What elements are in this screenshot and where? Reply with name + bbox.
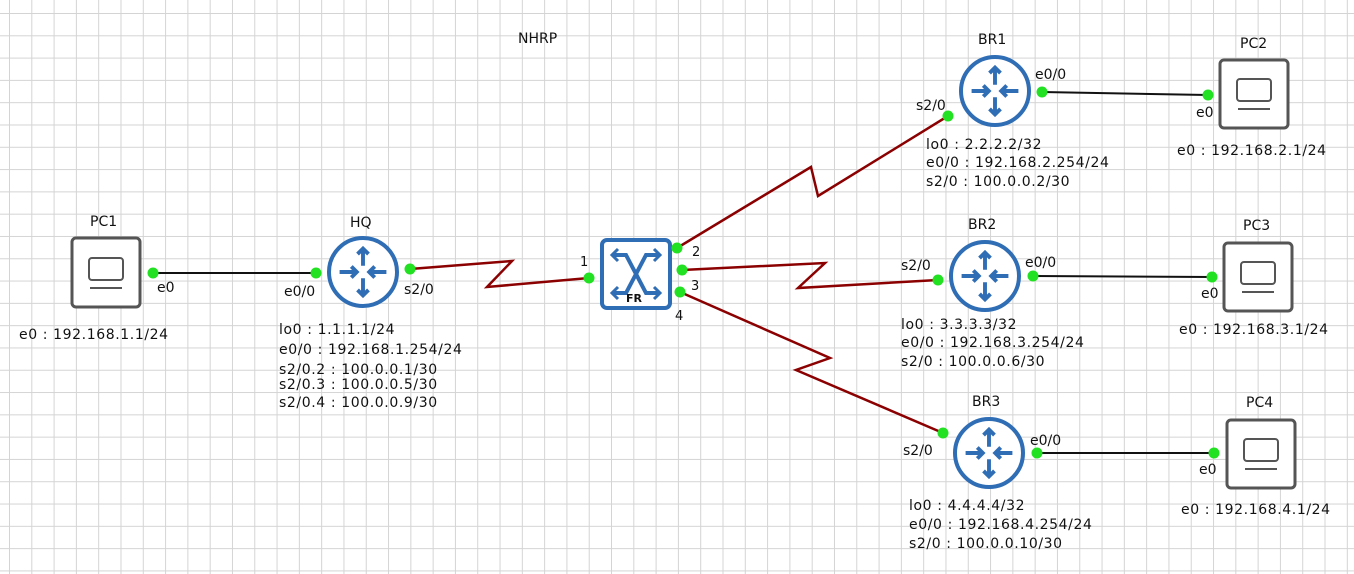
br3-name: BR3 <box>972 394 1000 410</box>
br1-ip-block: lo0 : 2.2.2.2/32 e0/0 : 192.168.2.254/24… <box>926 137 1110 190</box>
fr-switch[interactable]: FR <box>600 238 672 310</box>
br2-s2-label: s2/0 <box>901 258 931 274</box>
hq-ip-line: s2/0.2 : 100.0.0.1/30 <box>279 362 438 378</box>
port-dot <box>937 427 949 439</box>
br1-e0-label: e0/0 <box>1035 67 1066 83</box>
fr-port-2: 2 <box>692 245 700 260</box>
pc-icon <box>1225 418 1297 490</box>
fr-port-1: 1 <box>580 255 588 270</box>
router-br1[interactable]: BR1 <box>959 32 1031 127</box>
pc1-device[interactable]: PC1 <box>70 214 142 309</box>
br2-ip-line: e0/0 : 192.168.3.254/24 <box>901 335 1085 351</box>
pc2-name: PC2 <box>1240 36 1267 52</box>
pc-icon <box>70 236 142 309</box>
hq-ip-line: lo0 : 1.1.1.1/24 <box>279 322 395 338</box>
pc2-port-label: e0 <box>1196 105 1214 121</box>
br3-ip-block: lo0 : 4.4.4.4/32 e0/0 : 192.168.4.254/24… <box>909 498 1093 552</box>
fr-port-4: 4 <box>675 309 683 324</box>
br2-ip-line: s2/0 : 100.0.0.6/30 <box>901 354 1045 370</box>
router-br3[interactable]: BR3 <box>953 394 1025 489</box>
br3-e0-label: e0/0 <box>1030 433 1061 449</box>
router-br2[interactable]: BR2 <box>949 217 1021 312</box>
port-dot <box>404 263 416 275</box>
link-hq-fr[interactable] <box>409 259 590 289</box>
pc4-name: PC4 <box>1246 395 1273 411</box>
port-dot <box>671 242 683 254</box>
br3-ip-line: s2/0 : 100.0.0.10/30 <box>909 536 1063 552</box>
br1-ip-line: e0/0 : 192.168.2.254/24 <box>926 155 1110 171</box>
pc2-device[interactable]: PC2 <box>1218 36 1290 130</box>
ip-labels: e0 : 192.168.1.1/24 e0 : 192.168.2.1/24 … <box>19 137 1331 552</box>
hq-name: HQ <box>350 215 372 231</box>
router-icon <box>959 55 1031 127</box>
br1-s2-label: s2/0 <box>916 98 946 114</box>
hq-ip-line: s2/0.4 : 100.0.0.9/30 <box>279 395 438 411</box>
fr-port-3: 3 <box>691 279 699 294</box>
link-br1-pc2[interactable] <box>1041 91 1209 96</box>
link-fr-br3[interactable] <box>679 290 944 435</box>
pc-icon <box>1222 241 1294 313</box>
hq-ip-block: lo0 : 1.1.1.1/24 e0/0 : 192.168.1.254/24… <box>279 322 463 411</box>
link-br2-pc3[interactable] <box>1032 275 1213 278</box>
port-dot <box>1027 270 1039 282</box>
hq-ip-line: e0/0 : 192.168.1.254/24 <box>279 342 463 358</box>
pc3-device[interactable]: PC3 <box>1222 218 1294 313</box>
port-dot <box>1202 89 1214 101</box>
port-dot <box>1031 447 1043 459</box>
hq-e0-label: e0/0 <box>284 284 315 300</box>
port-dot <box>1036 86 1048 98</box>
port-dot <box>147 267 159 279</box>
hq-ip-line: s2/0.3 : 100.0.0.5/30 <box>279 377 438 393</box>
port-labels: e0 e0/0 s2/0 1 2 3 4 s2/0 e0/0 e0 s2/0 e… <box>157 67 1219 478</box>
port-dot <box>942 110 954 122</box>
br2-e0-label: e0/0 <box>1025 255 1056 271</box>
fr-label: FR <box>626 292 643 305</box>
port-dot <box>583 272 595 284</box>
br3-s2-label: s2/0 <box>903 443 933 459</box>
pc2-ip: e0 : 192.168.2.1/24 <box>1177 143 1327 159</box>
pc4-ip: e0 : 192.168.4.1/24 <box>1181 502 1331 518</box>
port-dot <box>310 267 322 279</box>
pc1-name: PC1 <box>90 214 117 230</box>
pc1-port-label: e0 <box>157 280 175 296</box>
br1-ip-line: s2/0 : 100.0.0.2/30 <box>926 174 1070 190</box>
port-dot <box>676 264 688 276</box>
pc3-name: PC3 <box>1243 218 1270 234</box>
pc-icon <box>1218 58 1290 130</box>
router-icon <box>949 240 1021 312</box>
links <box>153 91 1214 454</box>
pc3-ip: e0 : 192.168.3.1/24 <box>1179 322 1329 338</box>
pc1-ip: e0 : 192.168.1.1/24 <box>19 327 169 343</box>
br1-ip-line: lo0 : 2.2.2.2/32 <box>926 137 1042 153</box>
port-dot <box>932 274 944 286</box>
br2-ip-block: lo0 : 3.3.3.3/32 e0/0 : 192.168.3.254/24… <box>901 317 1085 370</box>
pc3-port-label: e0 <box>1201 286 1219 302</box>
router-icon <box>327 236 399 308</box>
br1-name: BR1 <box>978 32 1006 48</box>
br3-ip-line: lo0 : 4.4.4.4/32 <box>909 498 1025 514</box>
router-hq[interactable]: HQ <box>327 215 399 308</box>
hq-s2-label: s2/0 <box>404 282 434 298</box>
router-icon <box>953 417 1025 489</box>
port-dot <box>674 286 686 298</box>
port-dots <box>147 86 1220 459</box>
br2-ip-line: lo0 : 3.3.3.3/32 <box>901 317 1017 333</box>
pc4-device[interactable]: PC4 <box>1225 395 1297 490</box>
diagram-title: NHRP <box>518 31 557 47</box>
link-fr-br1[interactable] <box>676 114 949 250</box>
br3-ip-line: e0/0 : 192.168.4.254/24 <box>909 517 1093 533</box>
br2-name: BR2 <box>968 217 996 233</box>
port-dot <box>1208 447 1220 459</box>
pc4-port-label: e0 <box>1199 462 1217 478</box>
link-fr-br2[interactable] <box>681 261 939 290</box>
port-dot <box>1206 271 1218 283</box>
